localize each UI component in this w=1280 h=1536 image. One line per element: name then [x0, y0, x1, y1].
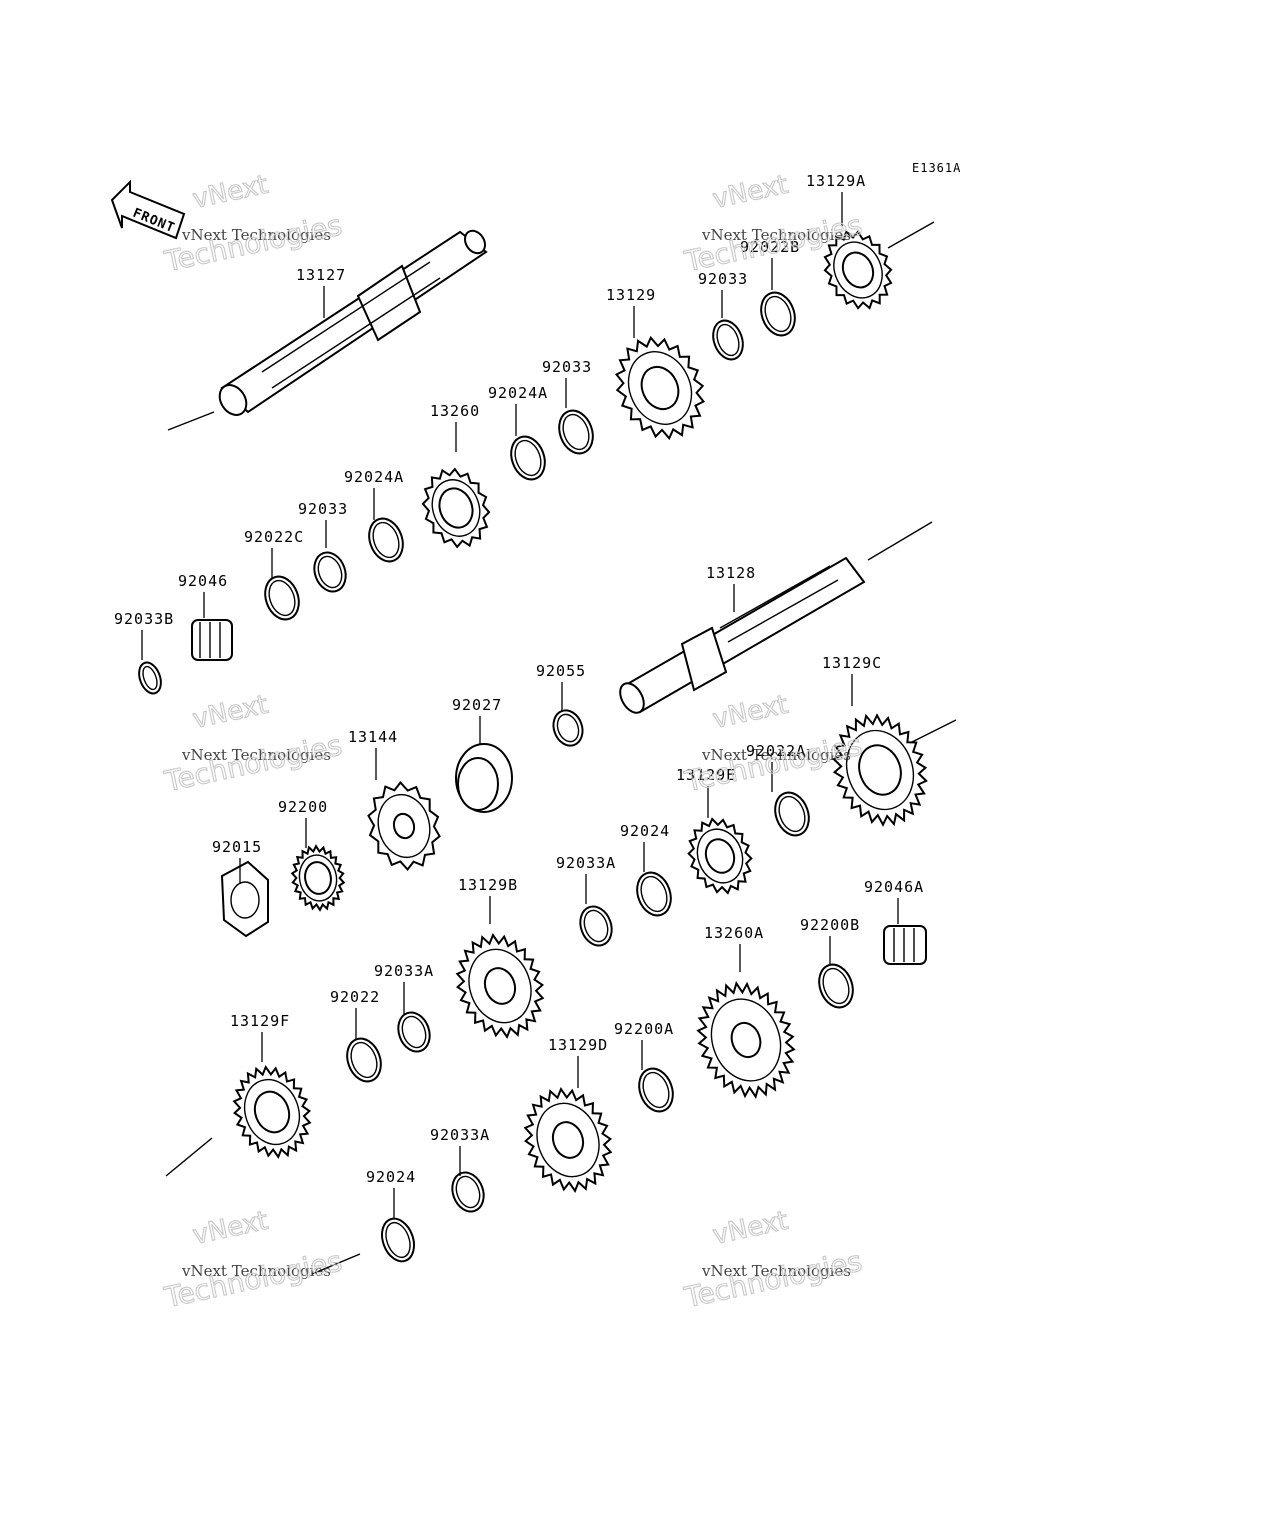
oring-92055	[552, 709, 584, 747]
circlip-92033A	[451, 1171, 485, 1213]
shaft-13127	[218, 229, 488, 416]
part-number-callouts: 13129A 92022B 92033 13129 92033 92024A 13127 13…	[114, 172, 924, 1186]
part-label: 92046A	[864, 878, 924, 896]
circlip-92033	[558, 409, 594, 455]
watermark-vnext: vNext	[190, 690, 271, 735]
watermark-vnext: vNext	[710, 170, 791, 215]
gear-13129B	[455, 933, 545, 1039]
ring-92024A	[510, 435, 546, 481]
part-label: 13129A	[806, 172, 866, 190]
watermark-vnext: vNext	[710, 1206, 791, 1251]
axis-lines	[165, 221, 957, 1275]
watermark-line2: Technologies	[161, 1244, 345, 1314]
gear-13260	[421, 467, 491, 549]
needle-bearing-92046	[191, 619, 233, 661]
part-label: 92033A	[556, 854, 616, 872]
circlip-92033B	[138, 661, 162, 695]
ring-92024	[381, 1217, 415, 1263]
part-label: 13129D	[548, 1036, 608, 1054]
part-label: 92033	[542, 358, 592, 376]
part-label: 92024	[620, 822, 670, 840]
part-label: 92033A	[374, 962, 434, 980]
rings	[138, 291, 854, 1263]
nut-92015	[220, 860, 269, 938]
circlip-92033	[313, 551, 347, 593]
part-label: 13144	[348, 728, 398, 746]
part-label: 92015	[212, 838, 262, 856]
ring-92200B	[818, 963, 854, 1009]
needle-bearing-92046A	[883, 925, 927, 965]
ring-92022A	[774, 791, 810, 837]
gears	[232, 230, 928, 1193]
watermark-vnext: vNext	[710, 690, 791, 735]
part-label: 92027	[452, 696, 502, 714]
part-label: 92022B	[740, 238, 800, 256]
part-label: 92022C	[244, 528, 304, 546]
watermark-vnext: vNext	[190, 170, 271, 215]
part-label: 92033A	[430, 1126, 490, 1144]
part-label: 13129C	[822, 654, 882, 672]
part-label: 13129E	[676, 766, 736, 784]
gear-13260A	[696, 981, 796, 1099]
shaft-13128	[619, 556, 866, 714]
part-label: 13129F	[230, 1012, 290, 1030]
sprocket-13144	[367, 780, 441, 872]
gear-13129	[614, 335, 706, 441]
part-label: 13260A	[704, 924, 764, 942]
ring-92024A	[368, 517, 404, 563]
circlip-92033A	[397, 1011, 431, 1053]
part-label: 13127	[296, 266, 346, 284]
part-label: 92022	[330, 988, 380, 1006]
gear-13129D	[523, 1087, 613, 1193]
part-label: 92200A	[614, 1020, 674, 1038]
circlip-92033	[712, 319, 744, 361]
part-label: 92200	[278, 798, 328, 816]
ring-92022C	[264, 575, 300, 621]
part-label: 13129	[606, 286, 656, 304]
watermark-line1: vNext Technologies	[181, 226, 331, 244]
part-label: 92033B	[114, 610, 174, 628]
gear-13129C	[832, 713, 928, 827]
diagram-code: E1361A	[912, 161, 961, 175]
ring-92200A	[638, 1067, 674, 1113]
leader-lines	[141, 192, 899, 1218]
ring-92022	[346, 1037, 382, 1083]
collar-92027	[455, 743, 513, 813]
gear-13129F	[232, 1064, 312, 1160]
part-label: 13128	[706, 564, 756, 582]
front-arrow-icon: FRONT	[110, 179, 186, 240]
gear-13129A	[823, 230, 893, 310]
part-label: 92024A	[344, 468, 404, 486]
part-label: 13260	[430, 402, 480, 420]
part-label: 92033	[298, 500, 348, 518]
watermark-line1: vNext Technologies	[701, 1262, 851, 1280]
gear-13129E	[687, 817, 753, 895]
part-label: 92024A	[488, 384, 548, 402]
watermark-vnext: vNext	[190, 1206, 271, 1251]
part-label: 13129B	[458, 876, 518, 894]
part-label: 92033	[698, 270, 748, 288]
part-label: 92024	[366, 1168, 416, 1186]
washer-92200	[290, 844, 346, 912]
watermark-line1: vNext Technologies	[181, 746, 331, 764]
ring-92024	[636, 871, 672, 917]
watermark-line1: vNext Technologies	[701, 226, 851, 244]
watermark-line2: Technologies	[161, 728, 345, 798]
part-label: 92046	[178, 572, 228, 590]
watermark-line1: vNext Technologies	[181, 1262, 331, 1280]
circlip-92033A	[579, 905, 613, 947]
part-label: 92022A	[746, 742, 806, 760]
part-label: 92200B	[800, 916, 860, 934]
watermark-line1: vNext Technologies	[701, 746, 851, 764]
watermark-line2: Technologies	[681, 1244, 865, 1314]
ring-92022B	[760, 291, 796, 337]
watermark-line2: Technologies	[681, 728, 865, 798]
part-label: 92055	[536, 662, 586, 680]
